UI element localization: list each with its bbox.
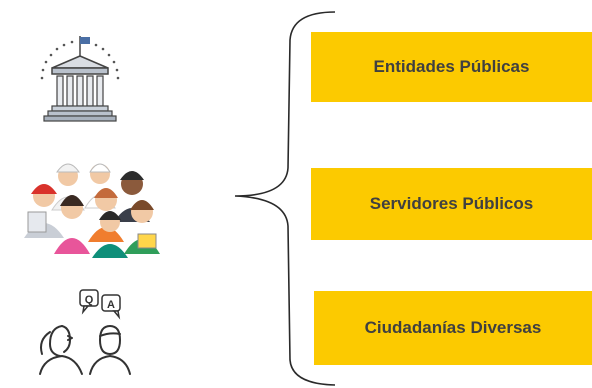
curly-brace: [234, 11, 336, 386]
category-box-ciudadanias: Ciudadanías Diversas: [314, 291, 592, 365]
people-dialog-icon: Q A: [32, 286, 142, 376]
category-box-entidades: Entidades Públicas: [311, 32, 592, 102]
group-of-people-icon: [10, 150, 165, 260]
category-label: Entidades Públicas: [373, 57, 530, 76]
dialog-bubble-q: Q: [85, 294, 94, 306]
category-label: Ciudadanías Diversas: [364, 318, 542, 337]
dialog-bubble-a: A: [107, 299, 115, 311]
category-box-servidores: Servidores Públicos: [311, 168, 592, 240]
category-label: Servidores Públicos: [369, 194, 534, 213]
public-building-icon: [30, 30, 130, 130]
